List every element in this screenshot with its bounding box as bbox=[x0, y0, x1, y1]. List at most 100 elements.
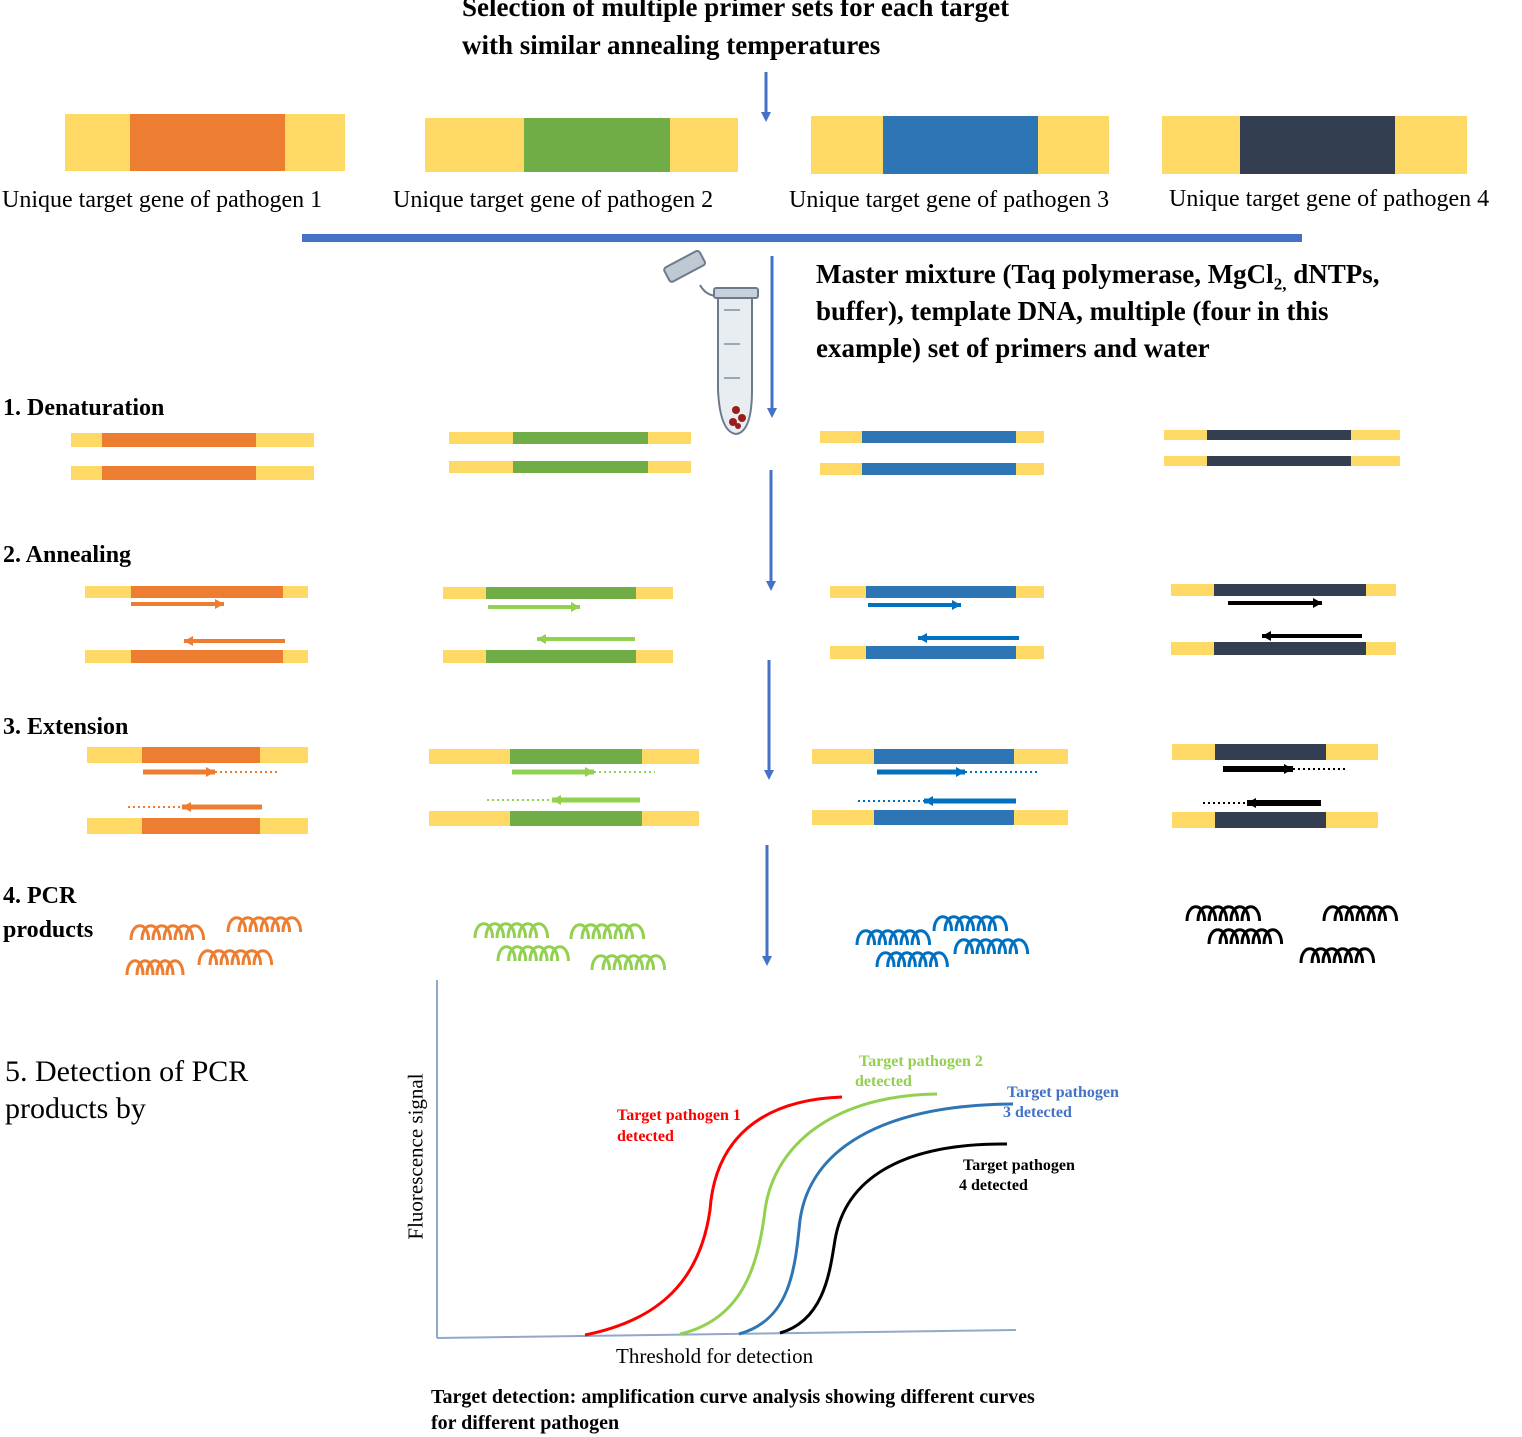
step-pcr-line-1: 4. PCR bbox=[3, 883, 77, 909]
denaturation-strand-bottom-1-target-region bbox=[102, 466, 256, 480]
extension-primer-forward-3-head bbox=[956, 767, 965, 777]
chart-caption-line-1: Target detection: amplification curve an… bbox=[431, 1386, 1035, 1408]
series-label-2-line-1: Target pathogen 2 bbox=[859, 1053, 983, 1070]
master-mix-line-1: Master mixture (Taq polymerase, MgCl2, d… bbox=[816, 259, 1379, 294]
series-label-3-line-2: 3 detected bbox=[1003, 1104, 1072, 1121]
denaturation-strand-top-3-target-region bbox=[862, 431, 1016, 443]
pcr-product-coil-3-2 bbox=[932, 915, 1009, 932]
series-label-1-line-2: detected bbox=[617, 1128, 674, 1145]
denaturation-strand-top-2 bbox=[449, 432, 691, 444]
pcr-step-strands bbox=[71, 430, 1400, 834]
step-pcr-line-2: products bbox=[3, 917, 94, 943]
extension-strand-bottom-1 bbox=[87, 818, 308, 834]
extension-primer-forward-2 bbox=[512, 767, 594, 777]
amplification-curves bbox=[584, 1092, 1014, 1337]
annealing-strand-bottom-4 bbox=[1171, 642, 1396, 655]
denaturation-strand-top-4-target-region bbox=[1207, 430, 1351, 440]
series-label-2-line-2: detected bbox=[855, 1073, 912, 1090]
annealing-primer-reverse-3-head bbox=[918, 633, 927, 643]
master-mix-line-1-a: Master mixture (Taq polymerase, MgCl bbox=[816, 259, 1274, 289]
annealing-strand-top-2-target-region bbox=[486, 587, 636, 599]
x-axis bbox=[436, 1329, 1017, 1339]
pcr-product-coil-2-4 bbox=[590, 954, 667, 971]
annealing-primer-reverse-2 bbox=[537, 634, 635, 644]
extension-strand-top-3-target-region bbox=[874, 749, 1014, 764]
denaturation-strand-bottom-2 bbox=[449, 461, 691, 473]
pcr-product-coil-1-2 bbox=[226, 916, 303, 933]
target-genes bbox=[65, 114, 1467, 174]
annealing-strand-bottom-2-target-region bbox=[486, 650, 636, 663]
extension-strand-bottom-3 bbox=[812, 810, 1068, 825]
pcr-product-coil-3-3 bbox=[875, 951, 949, 968]
denaturation-strand-bottom-3 bbox=[820, 463, 1044, 475]
annealing-primer-forward-3-head bbox=[952, 600, 961, 610]
annealing-primer-forward-1-head bbox=[215, 599, 224, 609]
annealing-primer-forward-4 bbox=[1228, 598, 1322, 608]
annealing-primer-reverse-1 bbox=[184, 636, 285, 646]
header-line-1: Selection of multiple primer sets for ea… bbox=[462, 0, 1010, 22]
extension-strand-bottom-2 bbox=[429, 811, 699, 826]
divider-bar bbox=[302, 234, 1302, 242]
extension-primer-forward-2-head bbox=[585, 767, 594, 777]
target-gene-bar-2-target-region bbox=[524, 118, 670, 172]
target-gene-bar-4 bbox=[1162, 116, 1467, 174]
extension-strand-top-2 bbox=[429, 749, 699, 764]
target-label-3: Unique target gene of pathogen 3 bbox=[789, 187, 1110, 213]
denaturation-strand-bottom-4 bbox=[1164, 456, 1400, 466]
extension-primer-forward-1 bbox=[143, 767, 215, 777]
annealing-primer-forward-4-head bbox=[1313, 598, 1322, 608]
pcr-product-coil-2-3 bbox=[496, 945, 570, 962]
extension-primer-forward-1-head bbox=[206, 767, 215, 777]
extension-strand-top-2-target-region bbox=[510, 749, 642, 764]
master-mix-subscript: 2, bbox=[1273, 274, 1287, 294]
annealing-strand-bottom-3 bbox=[830, 646, 1044, 659]
extension-primer-reverse-4 bbox=[1247, 798, 1321, 808]
annealing-primer-forward-1 bbox=[131, 599, 224, 609]
pcr-product-coil-4-2 bbox=[1322, 905, 1399, 922]
extension-strand-bottom-1-target-region bbox=[142, 818, 260, 834]
pcr-product-coil-2-1 bbox=[473, 922, 550, 939]
target-gene-bar-3 bbox=[811, 116, 1109, 174]
flow-arrows bbox=[761, 72, 777, 966]
extension-primer-reverse-2-head bbox=[552, 795, 561, 805]
annealing-strand-top-3 bbox=[830, 586, 1044, 598]
denaturation-strand-bottom-1 bbox=[71, 466, 314, 480]
annealing-strand-top-4 bbox=[1171, 584, 1396, 596]
chart-caption-line-2: for different pathogen bbox=[431, 1412, 620, 1434]
denaturation-strand-bottom-2-target-region bbox=[513, 461, 648, 473]
extension-strand-bottom-4 bbox=[1172, 812, 1378, 828]
extension-strand-bottom-3-target-region bbox=[874, 810, 1014, 825]
curve-pathogen-4 bbox=[779, 1142, 1008, 1335]
step-detection-line-1: 5. Detection of PCR bbox=[5, 1055, 249, 1088]
extension-strand-bottom-4-target-region bbox=[1215, 812, 1326, 828]
annealing-strand-bottom-4-target-region bbox=[1214, 642, 1366, 655]
target-gene-bar-1 bbox=[65, 114, 345, 171]
denaturation-strand-top-1 bbox=[71, 433, 314, 447]
annealing-primer-reverse-3 bbox=[918, 633, 1019, 643]
chart-xlabel: Threshold for detection bbox=[616, 1344, 814, 1368]
denaturation-strand-top-1-target-region bbox=[102, 433, 256, 447]
extension-primer-reverse-3-head bbox=[924, 796, 933, 806]
denaturation-strand-bottom-4-target-region bbox=[1207, 456, 1351, 466]
target-gene-bar-1-target-region bbox=[130, 114, 285, 171]
annealing-strand-bottom-3-target-region bbox=[866, 646, 1016, 659]
extension-primer-reverse-1 bbox=[182, 802, 262, 812]
annealing-primer-forward-2 bbox=[488, 602, 580, 612]
chart-axes bbox=[436, 980, 1017, 1339]
step-denaturation: 1. Denaturation bbox=[3, 395, 165, 421]
step-annealing: 2. Annealing bbox=[3, 542, 132, 568]
target-gene-bar-4-target-region bbox=[1240, 116, 1395, 174]
tube-icon bbox=[663, 249, 759, 436]
master-mix-line-3: example) set of primers and water bbox=[816, 333, 1210, 363]
extension-strand-top-4 bbox=[1172, 744, 1378, 760]
series-label-4-line-2: 4 detected bbox=[959, 1177, 1028, 1194]
pcr-product-coil-3-1 bbox=[855, 929, 932, 946]
pcr-product-coil-4-4 bbox=[1299, 947, 1376, 964]
extension-strand-bottom-2-target-region bbox=[510, 811, 642, 826]
target-label-4: Unique target gene of pathogen 4 bbox=[1169, 186, 1490, 212]
pcr-products bbox=[125, 905, 1399, 976]
annealing-strand-bottom-1-target-region bbox=[131, 650, 283, 663]
target-gene-bar-2 bbox=[425, 118, 738, 172]
pcr-product-coil-3-4 bbox=[953, 938, 1030, 955]
